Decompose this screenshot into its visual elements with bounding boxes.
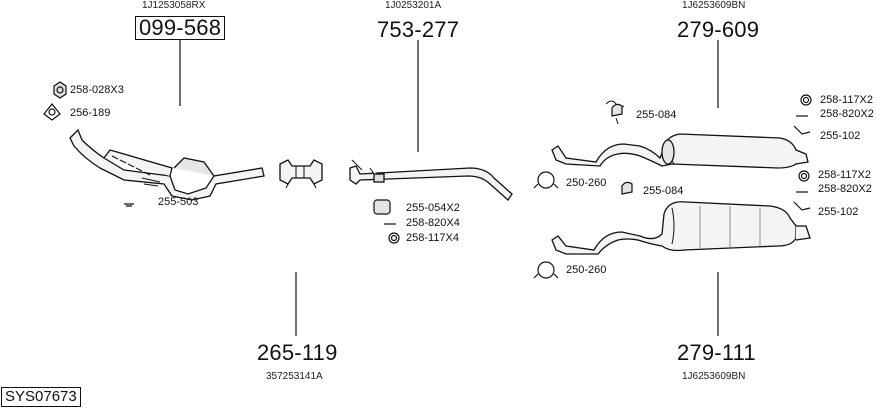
clamp-icon: [537, 171, 555, 189]
label-ring-rear-bottom[interactable]: 258-117X2: [818, 169, 872, 181]
oem-number-099-568: 1J1253058RX: [142, 0, 206, 11]
hanger-icon: [373, 199, 391, 215]
gasket-icon: [43, 103, 61, 121]
label-hanger-rear-top[interactable]: 255-084: [636, 109, 677, 121]
rear-bracket-icon: [793, 201, 811, 211]
part-number-099-568[interactable]: 099-568: [135, 16, 226, 40]
oem-number-753-277: 1J0253201A: [385, 0, 442, 11]
label-bolt-rear-top[interactable]: 258-820X2: [820, 108, 874, 120]
rear-hanger-icon: [611, 103, 623, 117]
oem-number-279-609: 1J6253609BN: [682, 0, 746, 11]
label-bracket-cat[interactable]: 255-503: [158, 196, 199, 208]
label-hanger-rear-bottom[interactable]: 255-084: [643, 185, 684, 197]
label-ring-mid[interactable]: 258-117X4: [406, 232, 460, 244]
rear-hanger-icon: [621, 181, 633, 195]
part-number-753-277[interactable]: 753-277: [377, 17, 460, 42]
label-bolt-mid[interactable]: 258-820X4: [406, 217, 460, 229]
label-nut[interactable]: 258-028X3: [70, 84, 124, 96]
clamp-icon: [537, 261, 555, 279]
label-bolt-rear-bottom[interactable]: 258-820X2: [818, 183, 872, 195]
rear-bracket-icon: [793, 125, 811, 135]
label-bracket-rear-top[interactable]: 255-102: [820, 130, 861, 142]
oem-number-279-111: 1J6253609BN: [682, 371, 746, 382]
label-hanger-mid[interactable]: 255-054X2: [406, 202, 460, 214]
rear-ring-icon: [800, 94, 812, 106]
system-code: SYS07673: [1, 387, 81, 407]
nut-icon: [53, 81, 67, 99]
front-pipe-catalyst: [69, 128, 265, 201]
label-clamp-rear-bottom[interactable]: 250-260: [566, 264, 607, 276]
label-gasket-front[interactable]: 256-189: [70, 107, 111, 119]
center-pipe: [349, 159, 513, 201]
part-number-265-119[interactable]: 265-119: [257, 340, 338, 365]
bracket-icon: [124, 203, 134, 207]
part-number-279-111[interactable]: 279-111: [677, 340, 756, 365]
label-bracket-rear-bottom[interactable]: 255-102: [818, 206, 859, 218]
label-ring-rear-top[interactable]: 258-117X2: [820, 94, 874, 106]
rear-silencer-bottom: [551, 201, 811, 255]
ring-icon: [388, 232, 400, 244]
nut-hole-icon: [56, 86, 64, 94]
middle-flex-pipe: [279, 159, 323, 189]
oem-number-265-119: 357253141A: [266, 371, 323, 382]
part-number-279-609[interactable]: 279-609: [677, 17, 760, 42]
label-clamp-rear-top[interactable]: 250-260: [566, 177, 607, 189]
rear-silencer-top: [551, 100, 809, 169]
rear-ring-icon: [798, 170, 810, 182]
